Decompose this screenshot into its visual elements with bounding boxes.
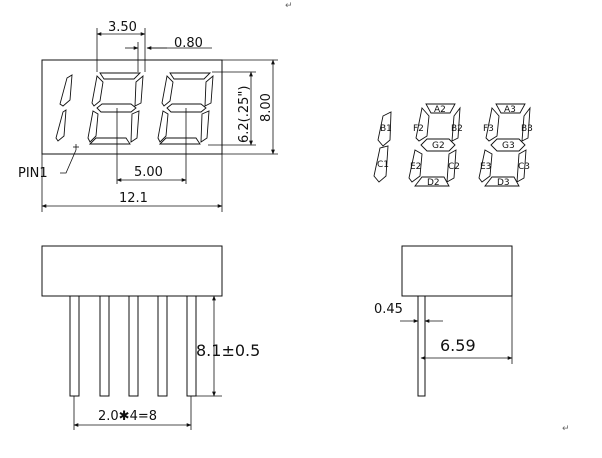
map-seg-f2 [415, 107, 430, 142]
front-digit-2 [87, 72, 144, 145]
map-seg-e3 [478, 149, 493, 183]
end-view: 0.45 6.59 [374, 245, 513, 397]
front-seg-d3 [158, 137, 201, 145]
return-mark: ↵ [285, 1, 293, 11]
side-pin [69, 295, 80, 397]
dim-digit-width: 3.50 [108, 20, 137, 35]
map-seg-g2 [420, 138, 456, 152]
display-body-outline [41, 59, 223, 155]
map-label-a2: A2 [434, 105, 446, 115]
map-label-d2: D2 [427, 178, 440, 188]
map-seg-b1 [377, 111, 392, 147]
front-seg-b2 [134, 74, 144, 107]
return-mark: ↵ [562, 424, 570, 434]
map-label-c2: C2 [448, 162, 460, 172]
side-body-outline [41, 245, 223, 297]
segment-map: B1 C1 A2 F2 B2 G2 E2 C2 D2 A3 F3 B3 G3 E… [373, 103, 533, 188]
map-label-g2: G2 [432, 141, 445, 151]
front-seg-d2 [88, 137, 131, 145]
dim-body-width: 12.1 [119, 191, 148, 206]
end-pin [417, 295, 426, 397]
pin1-leader [60, 149, 77, 174]
map-label-b3: B3 [521, 124, 533, 134]
map-seg-d2 [414, 176, 450, 187]
dim-pin-pitch: 2.0✱4=8 [98, 409, 157, 424]
front-seg-f2 [91, 75, 104, 107]
front-seg-a2 [99, 72, 142, 80]
front-seg-b3 [204, 74, 214, 107]
end-body-outline [401, 245, 513, 297]
front-seg-c3 [200, 110, 210, 143]
map-label-f3: F3 [483, 124, 494, 134]
map-seg-f3 [485, 107, 500, 142]
front-digit-1 [55, 74, 73, 142]
map-label-d3: D3 [497, 178, 510, 188]
front-seg-c2 [130, 110, 140, 143]
map-label-e3: E3 [480, 162, 491, 172]
map-label-f2: F2 [413, 124, 424, 134]
dim-pin-thickness: 0.45 [374, 302, 403, 317]
map-seg-d3 [484, 176, 520, 187]
front-seg-e3 [157, 110, 169, 143]
map-seg-a3 [495, 103, 526, 114]
map-seg-a2 [425, 103, 456, 114]
side-pin [186, 295, 197, 397]
map-label-c1: C1 [377, 160, 389, 170]
front-digit-3 [157, 72, 214, 145]
map-label-a3: A3 [504, 105, 516, 115]
dim-digit-pitch: 5.00 [134, 165, 163, 180]
map-label-g3: G3 [502, 141, 515, 151]
side-pins [69, 295, 197, 397]
front-seg-b1 [59, 74, 73, 107]
front-seg-g2 [96, 103, 137, 113]
front-seg-e2 [87, 110, 99, 143]
front-seg-f3 [161, 75, 174, 107]
dim-segment-width: 0.80 [174, 36, 203, 51]
side-view: 8.1±0.5 2.0✱4=8 [41, 245, 260, 430]
map-seg-c1 [373, 145, 389, 183]
pin1-label: PIN1 [18, 166, 48, 181]
map-label-b1: B1 [380, 124, 392, 134]
dim-pin-offset: 6.59 [440, 336, 476, 355]
dim-digit-height: 6.2(.25") [237, 86, 252, 143]
map-seg-b3 [521, 106, 531, 142]
side-pin [128, 295, 139, 397]
map-seg-b2 [451, 106, 461, 142]
front-view: 3.50 0.80 6.2(.25") 8.00 5.00 12.1 PIN1 [18, 20, 278, 212]
map-label-c3: C3 [518, 162, 530, 172]
map-seg-g3 [490, 138, 526, 152]
map-label-b2: B2 [451, 124, 463, 134]
map-label-e2: E2 [410, 162, 421, 172]
front-seg-c1 [55, 109, 67, 142]
side-pin [157, 295, 168, 397]
front-seg-g3 [166, 103, 207, 113]
side-pin [99, 295, 110, 397]
dim-body-height: 8.00 [259, 93, 274, 122]
front-seg-a3 [169, 72, 212, 80]
dim-pin-length: 8.1±0.5 [196, 341, 260, 360]
map-seg-e2 [408, 149, 423, 183]
